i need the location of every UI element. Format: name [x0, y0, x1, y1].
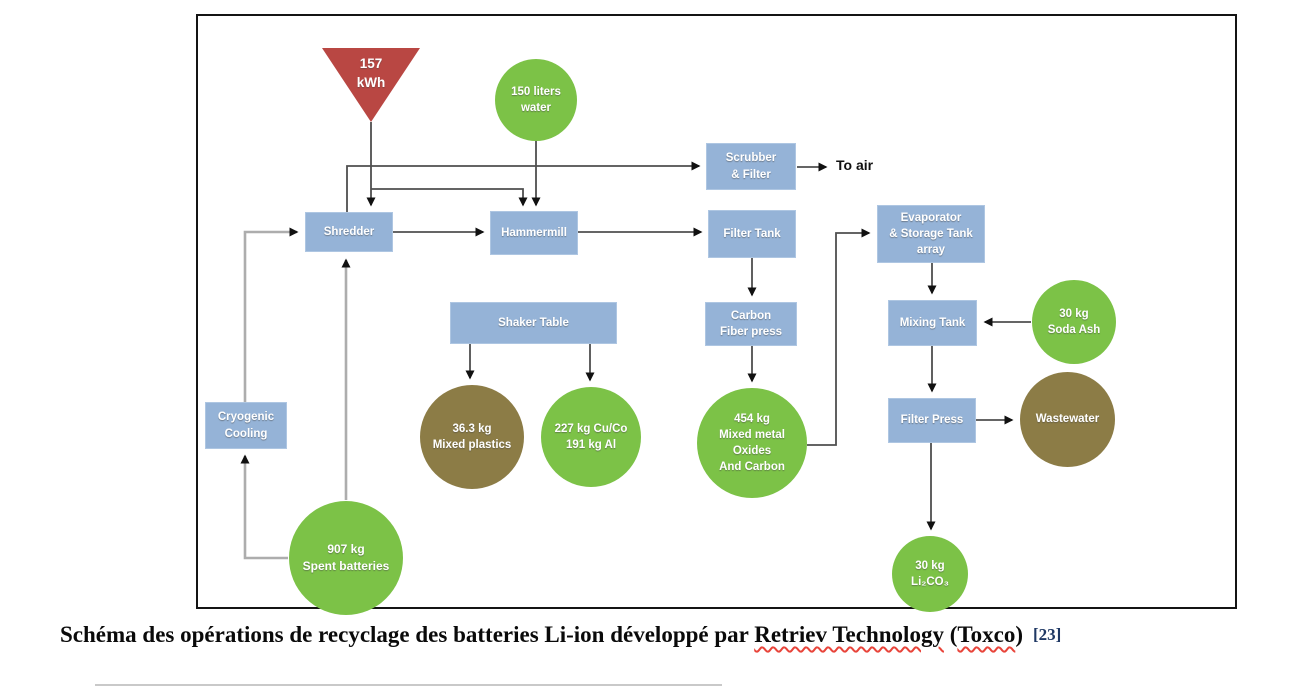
mixed-plastics-circle: 36.3 kg Mixed plastics: [420, 385, 524, 489]
caption-reference-number: [23]: [1033, 625, 1062, 644]
caption-paren-open: (: [943, 622, 958, 647]
arrow-batteries-to-cryogenic: [240, 454, 288, 560]
wastewater-circle: Wastewater: [1020, 372, 1115, 467]
mixing-tank-box: Mixing Tank: [888, 300, 977, 346]
water-input-circle: 150 liters water: [495, 59, 577, 141]
arrow-energy-to-hammermill: [371, 188, 528, 207]
scrubber-filter-box: Scrubber & Filter: [706, 143, 796, 190]
caption-text: Schéma des opérations de recyclage des b…: [60, 622, 755, 647]
caption-paren-close: ): [1015, 622, 1023, 647]
shredder-box: Shredder: [305, 212, 393, 252]
caption-toxco: Toxco: [957, 622, 1016, 647]
hammermill-box: Hammermill: [490, 211, 578, 255]
arrow-oxides-to-evaporator: [807, 228, 871, 446]
arrow-cryogenic-to-shredder: [243, 227, 299, 402]
shaker-table-box: Shaker Table: [450, 302, 617, 344]
evaporator-storage-tank-box: Evaporator & Storage Tank array: [877, 205, 985, 263]
spent-batteries-circle: 907 kg Spent batteries: [289, 501, 403, 615]
mixed-metal-oxides-circle: 454 kg Mixed metal Oxides And Carbon: [697, 388, 807, 498]
soda-ash-input-circle: 30 kg Soda Ash: [1032, 280, 1116, 364]
filter-press-box: Filter Press: [888, 398, 976, 443]
cu-co-al-circle: 227 kg Cu/Co 191 kg Al: [541, 387, 641, 487]
filter-tank-box: Filter Tank: [708, 210, 796, 258]
cryogenic-cooling-box: Cryogenic Cooling: [205, 402, 287, 449]
to-air-label: To air: [836, 157, 874, 173]
caption-retriev-technology: Retriev Technology: [754, 622, 944, 647]
carbon-fiber-press-box: Carbon Fiber press: [705, 302, 797, 346]
cut-off-text-line: [95, 684, 722, 686]
arrow-shredder-to-scrubber: [346, 161, 701, 212]
li2co3-circle: 30 kg Li₂CO₃: [892, 536, 968, 612]
figure-caption: Schéma des opérations de recyclage des b…: [60, 622, 1061, 648]
